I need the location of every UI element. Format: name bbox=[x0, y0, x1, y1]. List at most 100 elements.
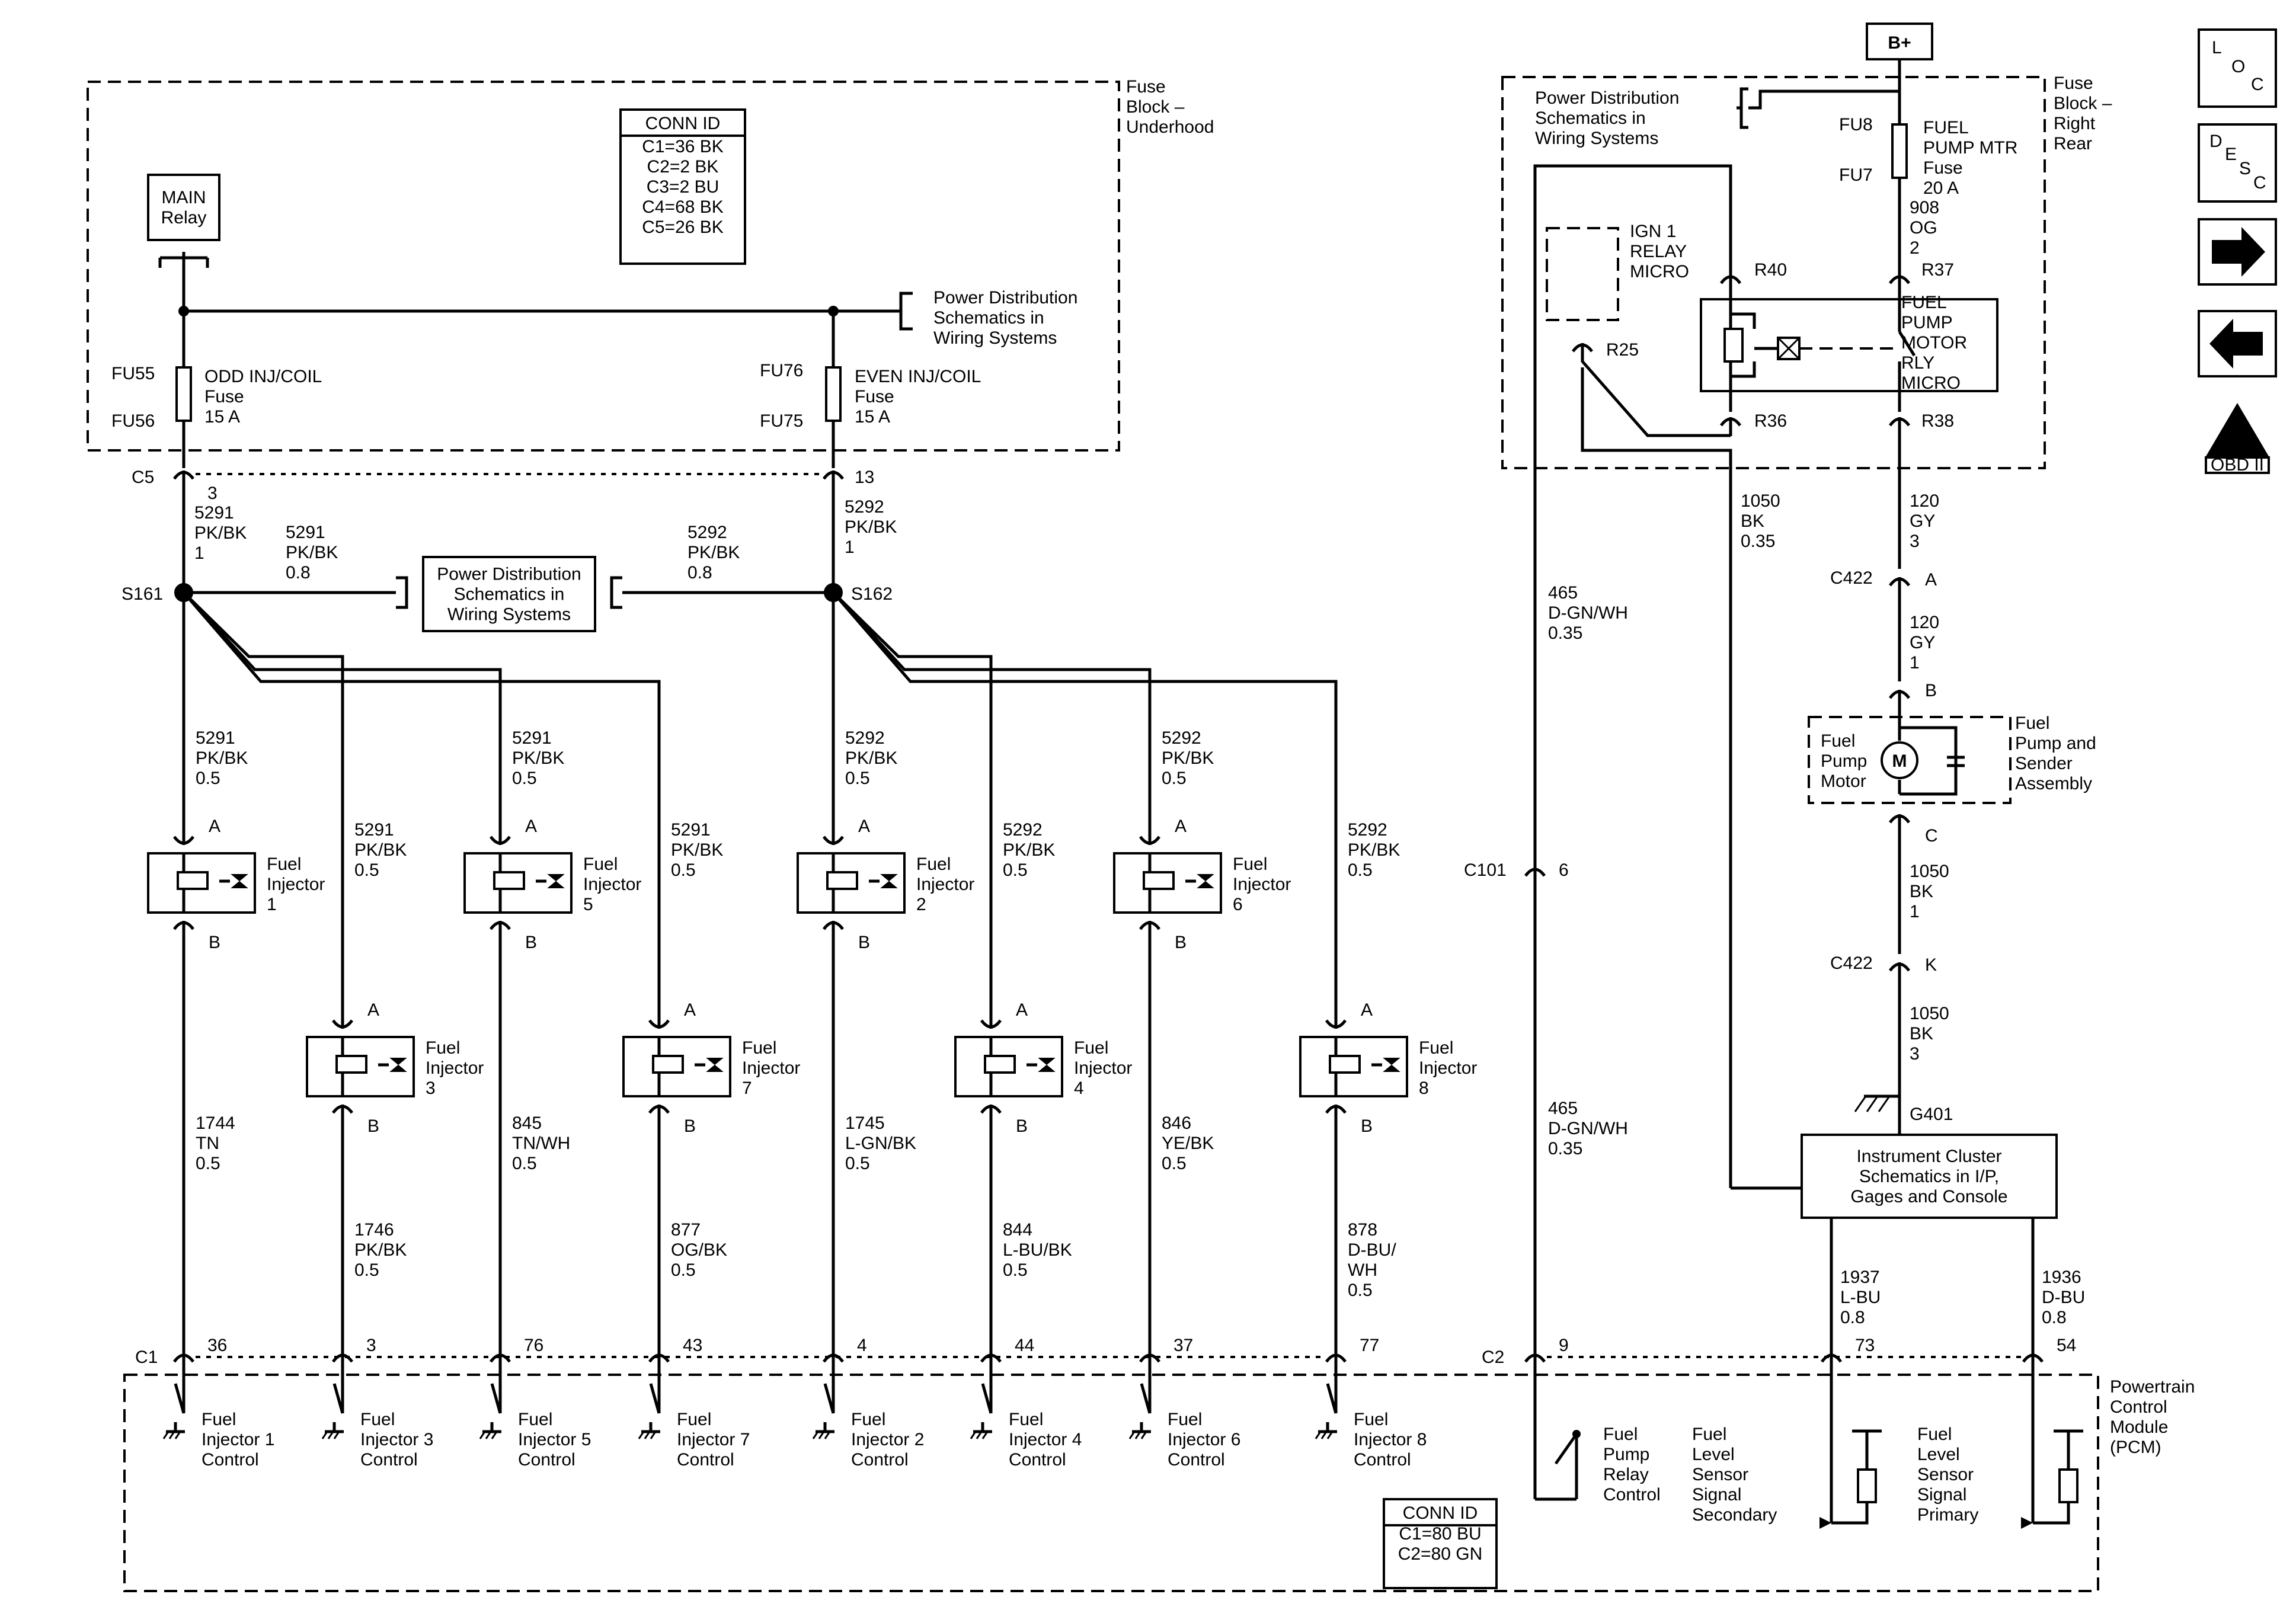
fuse-even-bottom-line: FU75 bbox=[760, 411, 803, 431]
pcm-injector-control-label-line: Control bbox=[518, 1450, 575, 1470]
pump-motor-label-line: Pump bbox=[1821, 751, 1867, 771]
pcm-label-line: Module bbox=[2110, 1417, 2168, 1437]
injector-control-label-line: 0.5 bbox=[845, 1154, 870, 1173]
pcm-injector-control-label-line: Injector 1 bbox=[202, 1430, 274, 1449]
wire-465-top-line: 465 bbox=[1548, 583, 1578, 603]
loc-l-line: L bbox=[2212, 38, 2222, 57]
fuse-pump-label-line: FUEL bbox=[1923, 118, 1969, 137]
loc-button[interactable]: LOC bbox=[2198, 28, 2277, 108]
injector-feed-label-line: PK/BK bbox=[671, 840, 723, 860]
injector-name-line: 5 bbox=[583, 895, 593, 914]
ground-hatch bbox=[981, 1431, 989, 1439]
pin-a-label: A bbox=[1016, 1000, 1028, 1020]
injector-name-line: 1 bbox=[267, 895, 277, 914]
obd-badge: II OBD II bbox=[2205, 403, 2270, 475]
injector-control-label-line: TN bbox=[196, 1134, 219, 1153]
c2-label: C2 bbox=[1482, 1347, 1504, 1367]
injector-feed-label-line: 5291 bbox=[196, 728, 235, 748]
pin-a-label: A bbox=[209, 817, 220, 836]
injector-control-label-line: 878 bbox=[1348, 1220, 1377, 1240]
injector-coil bbox=[177, 871, 209, 890]
prev-page-button[interactable] bbox=[2198, 310, 2277, 377]
loc-c: C bbox=[2251, 75, 2264, 94]
ground-hatch bbox=[1134, 1431, 1141, 1439]
ground-hatch bbox=[1878, 1096, 1891, 1112]
pin-a-label-line: A bbox=[367, 1000, 379, 1020]
c101-label: C101 bbox=[1464, 860, 1507, 880]
obd-mark-line: II bbox=[2233, 434, 2243, 453]
fuse-pump-top: FU8 bbox=[1839, 115, 1873, 135]
pin-a-label-line: A bbox=[1016, 1000, 1028, 1020]
c422-label-bottom-line: C422 bbox=[1830, 953, 1873, 973]
injector-coil bbox=[1329, 1055, 1361, 1074]
ground-hatch bbox=[485, 1431, 492, 1439]
c2-pin-73: 73 bbox=[1855, 1336, 1875, 1355]
power-dist-top-line: Schematics in bbox=[933, 308, 1044, 328]
pin-b-label-line: B bbox=[209, 933, 220, 952]
power-dist-mid-box bbox=[422, 556, 596, 632]
injector-coil bbox=[493, 871, 525, 890]
pcm-switch-icon bbox=[1326, 1383, 1338, 1414]
pcm-injector-control-label-line: Control bbox=[202, 1450, 259, 1470]
desc-c-line: C bbox=[2253, 173, 2266, 193]
c101-pin: 6 bbox=[1559, 860, 1569, 880]
pump-pin-c: C bbox=[1925, 826, 1938, 846]
next-page-button[interactable] bbox=[2198, 218, 2277, 286]
injector-name-line: Fuel bbox=[426, 1038, 460, 1058]
wire-5291-main-line: PK/BK bbox=[194, 523, 247, 543]
motor-symbol: M bbox=[1892, 751, 1907, 771]
pcm-injector-control-label-line: Fuel bbox=[360, 1410, 395, 1429]
c422-pin-k: K bbox=[1925, 955, 1937, 975]
wire-1937-line: 0.8 bbox=[1840, 1308, 1865, 1327]
pcm-injector-control-label-line: Injector 6 bbox=[1168, 1430, 1240, 1449]
injector-valve-icon bbox=[1383, 1058, 1400, 1072]
injector-feed-label-line: 0.5 bbox=[1348, 860, 1373, 880]
injector-control-label-line: 0.5 bbox=[196, 1154, 220, 1173]
ign-relay-label-line: RELAY bbox=[1630, 242, 1687, 261]
fuse-odd-bottom-line: FU56 bbox=[111, 411, 155, 431]
pcm-level-secondary-label-line: Sensor bbox=[1692, 1465, 1748, 1484]
pin-a-label-line: A bbox=[525, 817, 537, 836]
ground-hatch bbox=[824, 1431, 831, 1439]
node bbox=[1572, 1430, 1581, 1438]
wire-1050-3-line: 3 bbox=[1910, 1044, 1920, 1064]
c5-label: C5 bbox=[132, 468, 154, 487]
ground-hatch bbox=[1854, 1096, 1867, 1112]
s162-label-line: S162 bbox=[851, 584, 893, 604]
injector-control-label-line: L-BU/BK bbox=[1003, 1240, 1072, 1260]
wire-1050-3-line: 1050 bbox=[1910, 1004, 1949, 1023]
ign-relay-label-line: IGN 1 bbox=[1630, 222, 1676, 241]
obd-label: OBD II bbox=[2211, 455, 2264, 475]
c2-pin-73-line: 73 bbox=[1855, 1336, 1875, 1355]
c1-pin-label: 4 bbox=[857, 1336, 867, 1355]
injector-name-line: Fuel bbox=[1074, 1038, 1108, 1058]
injector-feed-label-line: 0.5 bbox=[196, 769, 220, 788]
c1-pin-label-line: 44 bbox=[1015, 1336, 1034, 1355]
ground-hatch bbox=[1326, 1431, 1334, 1439]
fuse-block-right-rear-label-line: Rear bbox=[2054, 134, 2092, 153]
pcm-injector-control-label-line: Fuel bbox=[677, 1410, 711, 1429]
c1-pin-label-line: 76 bbox=[524, 1336, 543, 1355]
c1-pin-label: 77 bbox=[1360, 1336, 1379, 1355]
pin-b-label: B bbox=[858, 933, 870, 952]
injector-coil bbox=[1143, 871, 1175, 890]
pin-a-label-line: A bbox=[209, 817, 220, 836]
pcm-injector-control-label-line: Injector 4 bbox=[1009, 1430, 1082, 1449]
